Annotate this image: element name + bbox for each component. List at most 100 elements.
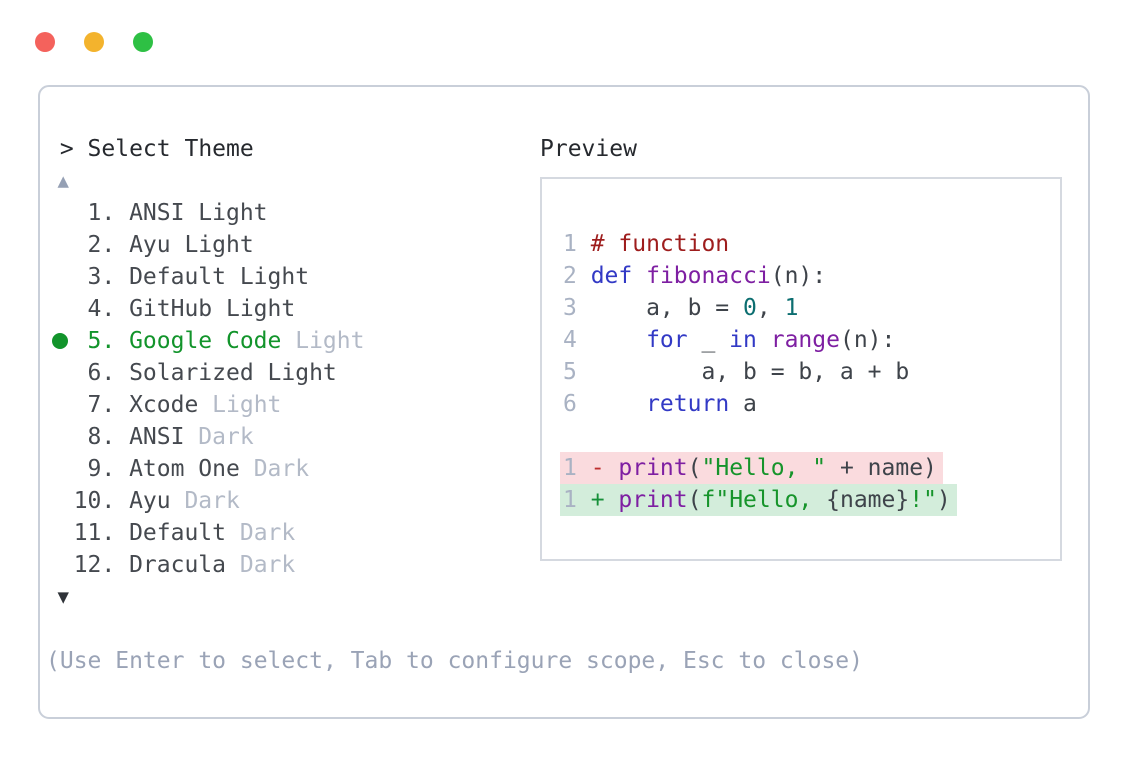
text-segment — [591, 391, 646, 417]
theme-number: 9. — [87, 456, 116, 482]
theme-option-2[interactable]: 2. Ayu Light — [46, 229, 1088, 261]
line-number: 1 — [563, 455, 577, 481]
text-segment: print — [618, 487, 688, 513]
theme-number: 7. — [87, 392, 116, 418]
text-segment: Dracula — [129, 552, 226, 578]
close-button[interactable] — [35, 32, 55, 52]
theme-name: Google Code Light — [129, 325, 364, 357]
theme-number: 3. — [87, 264, 116, 290]
text-segment: (n): — [770, 263, 827, 289]
text-segment: range — [770, 327, 840, 353]
text-segment: for — [646, 327, 688, 353]
code-line: 1# function — [563, 228, 1060, 260]
text-segment: ) — [936, 487, 951, 513]
text-segment — [591, 327, 646, 353]
text-segment: _ — [687, 327, 730, 353]
theme-name: Ayu Dark — [129, 485, 240, 517]
line-number: 3 — [563, 295, 577, 321]
theme-number: 10. — [73, 488, 116, 514]
text-segment: - — [590, 455, 619, 481]
text-segment: fibonacci — [646, 263, 771, 289]
text-segment: 1 — [784, 295, 799, 321]
text-segment: Dark — [170, 488, 240, 514]
theme-option-8[interactable]: 8. ANSI Dark — [46, 421, 1088, 453]
text-segment: 0 — [743, 295, 757, 321]
text-segment: f"Hello, — [701, 487, 827, 513]
text-segment: ( — [687, 487, 702, 513]
line-number: 4 — [563, 327, 577, 353]
prompt-select-theme: > Select Theme — [59, 136, 254, 162]
theme-number: 5. — [87, 328, 116, 354]
text-segment: ANSI — [129, 424, 185, 450]
theme-name: Dracula Dark — [129, 549, 295, 581]
text-segment: a, b = b, a + b — [590, 359, 910, 385]
theme-number: 6. — [87, 360, 116, 386]
theme-name: Xcode Light — [129, 389, 281, 421]
line-number: 2 — [563, 263, 577, 289]
theme-picker-window: > Select Theme ▲ 1.ANSI Light 2. Ayu Light… — [38, 85, 1090, 719]
text-segment: Google Code — [129, 328, 282, 354]
maximize-button[interactable] — [133, 32, 153, 52]
text-segment: + name) — [826, 455, 937, 481]
theme-name: Ayu Light — [129, 229, 254, 261]
theme-option-10[interactable]: 10. Ayu Dark — [46, 485, 1088, 517]
theme-number: 2. — [87, 232, 116, 258]
selected-bullet — [46, 333, 74, 349]
text-segment: in — [729, 327, 757, 353]
code-line: 5 a, b = b, a + b — [563, 356, 1060, 388]
theme-number: 1. — [87, 200, 116, 226]
scroll-up-indicator[interactable]: ▲ — [57, 170, 69, 192]
theme-name: Default Dark — [129, 517, 295, 549]
text-segment: , — [756, 295, 785, 321]
minimize-button[interactable] — [84, 32, 104, 52]
theme-option-7[interactable]: 7. Xcode Light — [46, 389, 1088, 421]
text-segment: Default — [129, 520, 226, 546]
text-segment: Xcode — [129, 392, 199, 418]
text-segment: Dark — [184, 424, 254, 450]
theme-name: Atom One Dark — [129, 453, 309, 485]
theme-option-1[interactable]: 1.ANSI Light — [46, 197, 1088, 229]
text-segment — [632, 263, 646, 289]
text-segment: "Hello, " — [701, 455, 827, 481]
theme-option-11[interactable]: 11. Default Dark — [46, 517, 1088, 549]
text-segment: {name} — [826, 487, 910, 513]
diff-add-line: 1+ print(f"Hello, {name}!") — [560, 484, 957, 516]
text-segment: Atom One — [129, 456, 240, 482]
theme-option-4[interactable]: 4. GitHub Light — [46, 293, 1088, 325]
theme-number: 8. — [87, 424, 116, 450]
theme-number: 11. — [73, 520, 116, 546]
line-number: 1 — [563, 487, 577, 513]
text-segment: Ayu Light — [129, 232, 254, 258]
code-line: 3 a, b = 0, 1 — [563, 292, 1060, 324]
theme-option-12[interactable]: 12. Dracula Dark — [46, 549, 1088, 581]
theme-option-5[interactable]: 5. Google Code Light — [46, 325, 1088, 357]
text-segment — [757, 327, 771, 353]
text-segment: a — [729, 391, 757, 417]
theme-option-6[interactable]: 6. Solarized Light — [46, 357, 1088, 389]
code-line: 6 return a — [563, 388, 1060, 420]
line-number: 6 — [563, 391, 577, 417]
preview-label: Preview — [540, 136, 637, 162]
selected-dot-icon — [51, 333, 68, 349]
theme-number: 4. — [87, 296, 116, 322]
scroll-down-indicator[interactable]: ▼ — [57, 586, 69, 608]
theme-name: Default Light — [129, 261, 309, 293]
text-segment: (n): — [839, 327, 896, 353]
theme-name: GitHub Light — [129, 293, 295, 325]
code-line: 4 for _ in range(n): — [563, 324, 1060, 356]
theme-option-9[interactable]: 9. Atom One Dark — [46, 453, 1088, 485]
text-segment: Solarized Light — [129, 360, 337, 386]
text-segment: Dark — [226, 520, 296, 546]
line-number: 1 — [563, 231, 577, 257]
theme-name: ANSI Dark — [129, 421, 254, 453]
theme-number: 12. — [73, 552, 116, 578]
theme-option-3[interactable]: 3. Default Light — [46, 261, 1088, 293]
blank-line — [563, 420, 1060, 452]
theme-name: Solarized Light — [129, 357, 337, 389]
text-segment: a, b = — [590, 295, 744, 321]
